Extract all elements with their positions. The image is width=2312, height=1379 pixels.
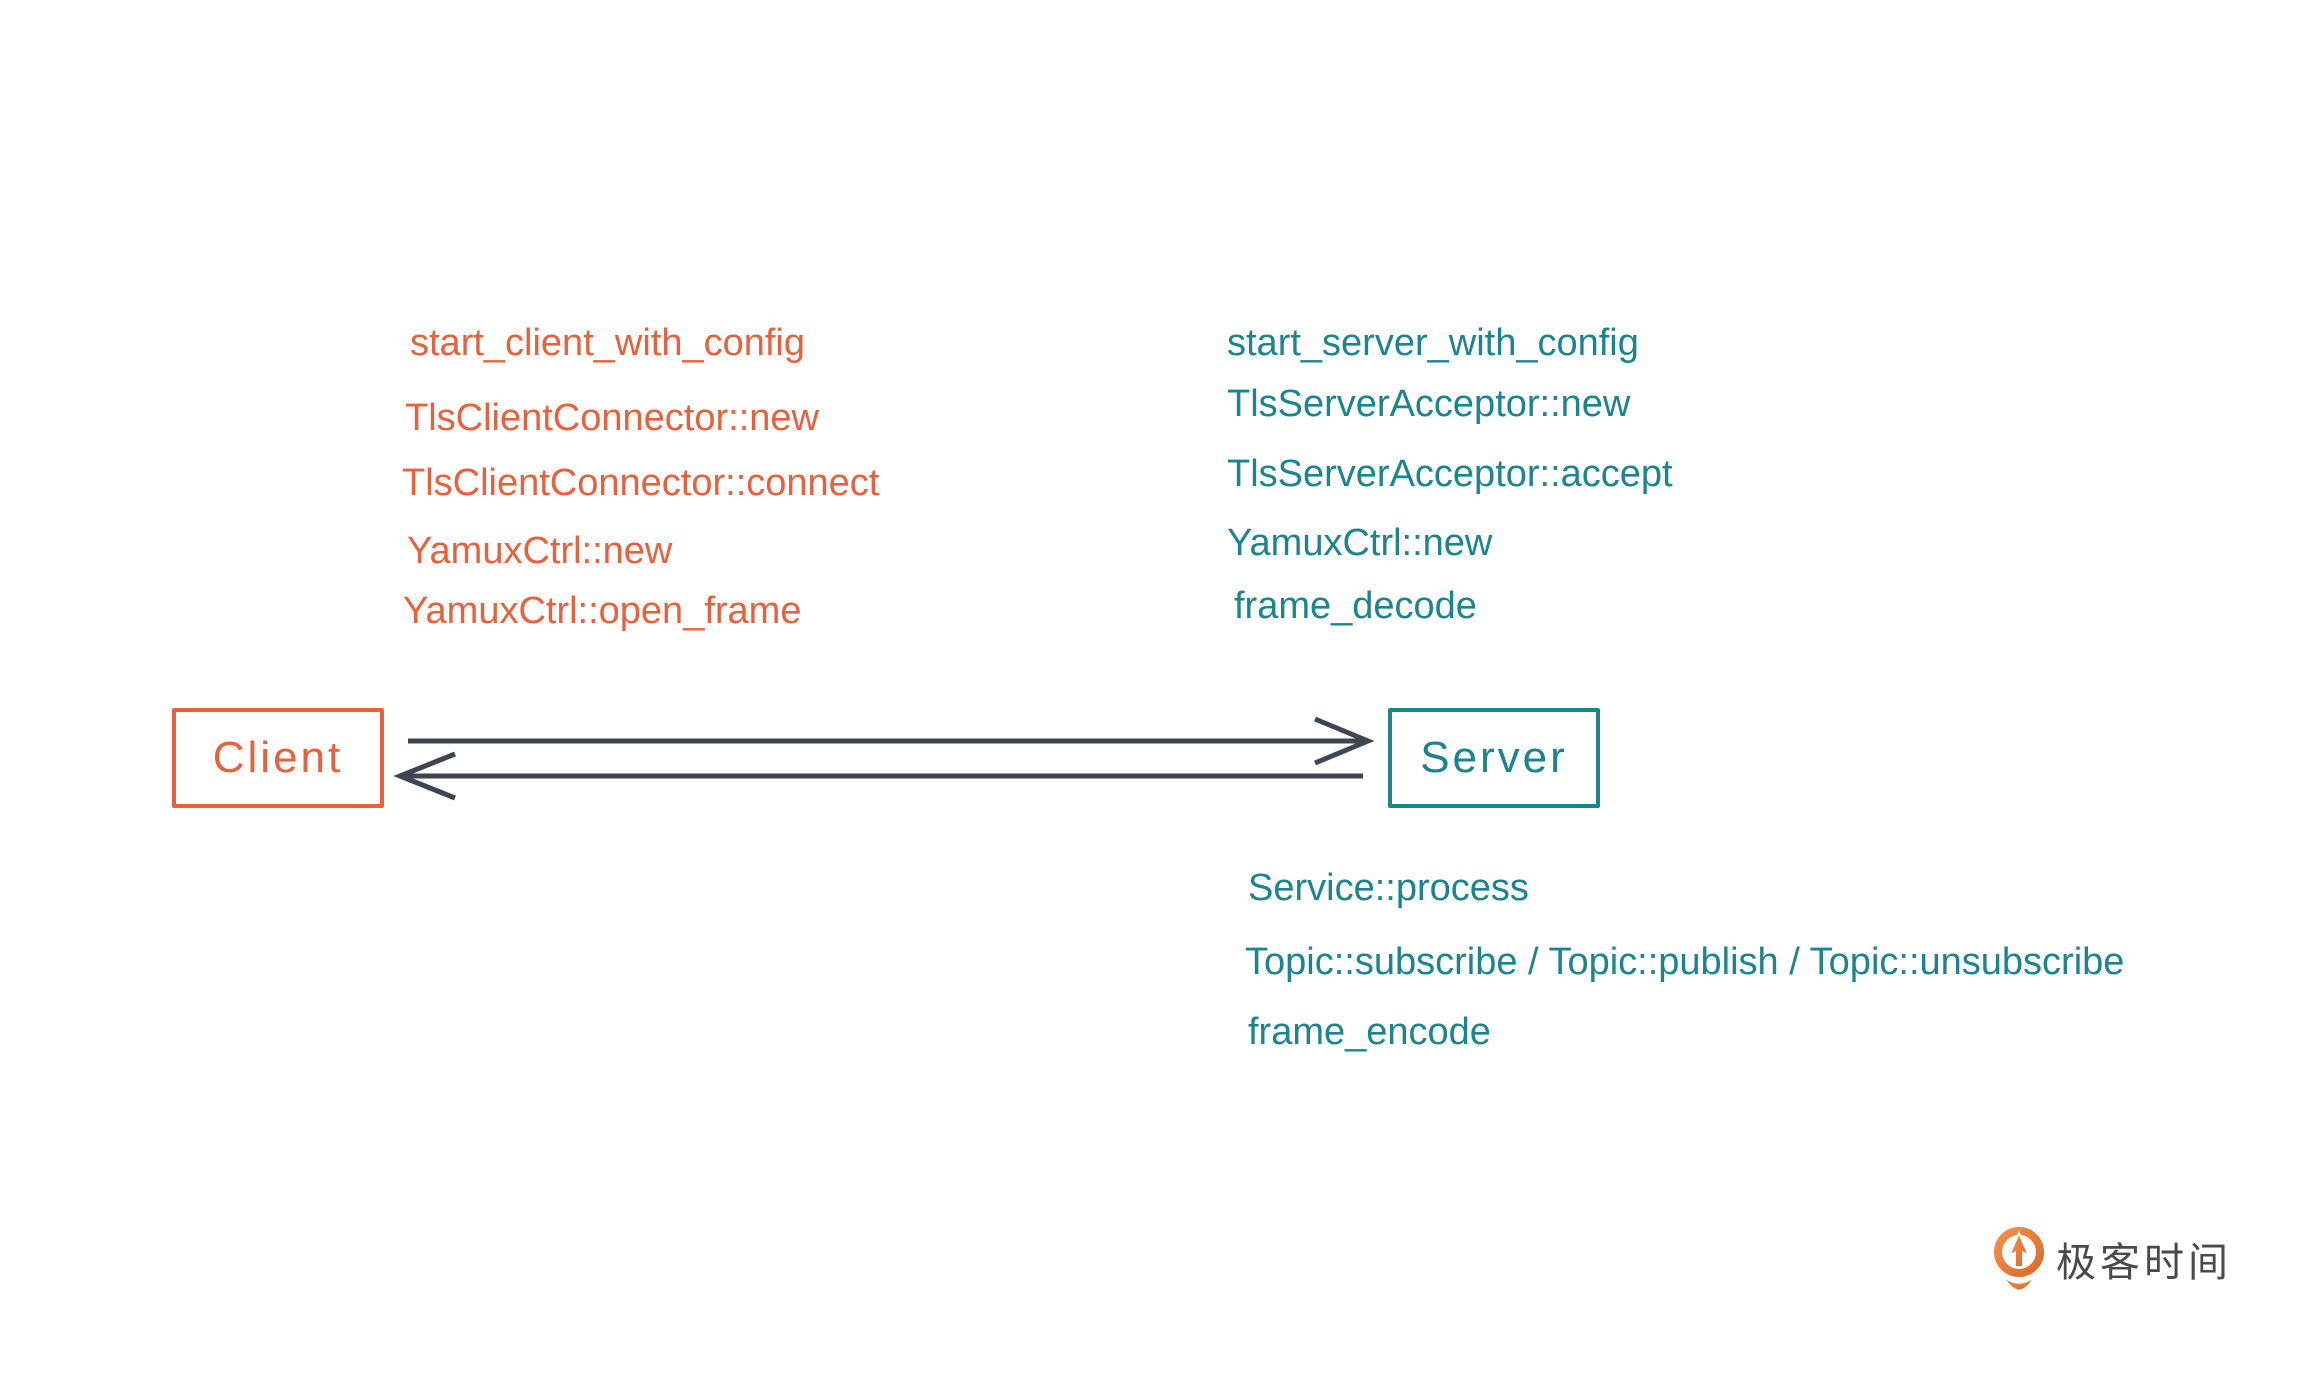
request-arrow-icon	[408, 716, 1375, 766]
server-call-frame-encode: frame_encode	[1248, 1011, 1491, 1053]
client-box: Client	[172, 708, 384, 808]
server-call-frame-decode: frame_decode	[1234, 585, 1477, 627]
server-box-label: Server	[1420, 733, 1568, 782]
client-call-yamuxctrl-open-frame: YamuxCtrl::open_frame	[403, 590, 802, 632]
server-call-tlsserveracceptor-new: TlsServerAcceptor::new	[1227, 383, 1631, 425]
client-call-list: start_client_with_config TlsClientConnec…	[402, 323, 879, 631]
server-box: Server	[1388, 708, 1600, 808]
client-call-yamuxctrl-new: YamuxCtrl::new	[407, 530, 673, 572]
client-call-tlsclientconnector-new: TlsClientConnector::new	[405, 397, 819, 439]
server-call-topic-pubsub: Topic::subscribe / Topic::publish / Topi…	[1245, 941, 2125, 983]
server-call-tlsserveracceptor-accept: TlsServerAcceptor::accept	[1227, 453, 1673, 495]
server-call-list: start_server_with_config TlsServerAccept…	[1227, 323, 1673, 626]
response-arrow-icon	[393, 751, 1363, 801]
client-call-start-client-with-config: start_client_with_config	[410, 322, 805, 364]
server-call-yamuxctrl-new: YamuxCtrl::new	[1227, 522, 1493, 564]
server-call-start-server-with-config: start_server_with_config	[1227, 322, 1639, 364]
geektime-logo-text: 极客时间	[2056, 1241, 2232, 1285]
geektime-logo-icon	[1994, 1227, 2044, 1292]
geektime-logo: 极客时间	[1994, 1226, 2232, 1292]
server-process-list: Service::process Topic::subscribe / Topi…	[1245, 868, 2124, 1052]
client-call-tlsclientconnector-connect: TlsClientConnector::connect	[402, 462, 880, 504]
client-box-label: Client	[212, 733, 344, 782]
server-call-service-process: Service::process	[1248, 867, 1529, 909]
